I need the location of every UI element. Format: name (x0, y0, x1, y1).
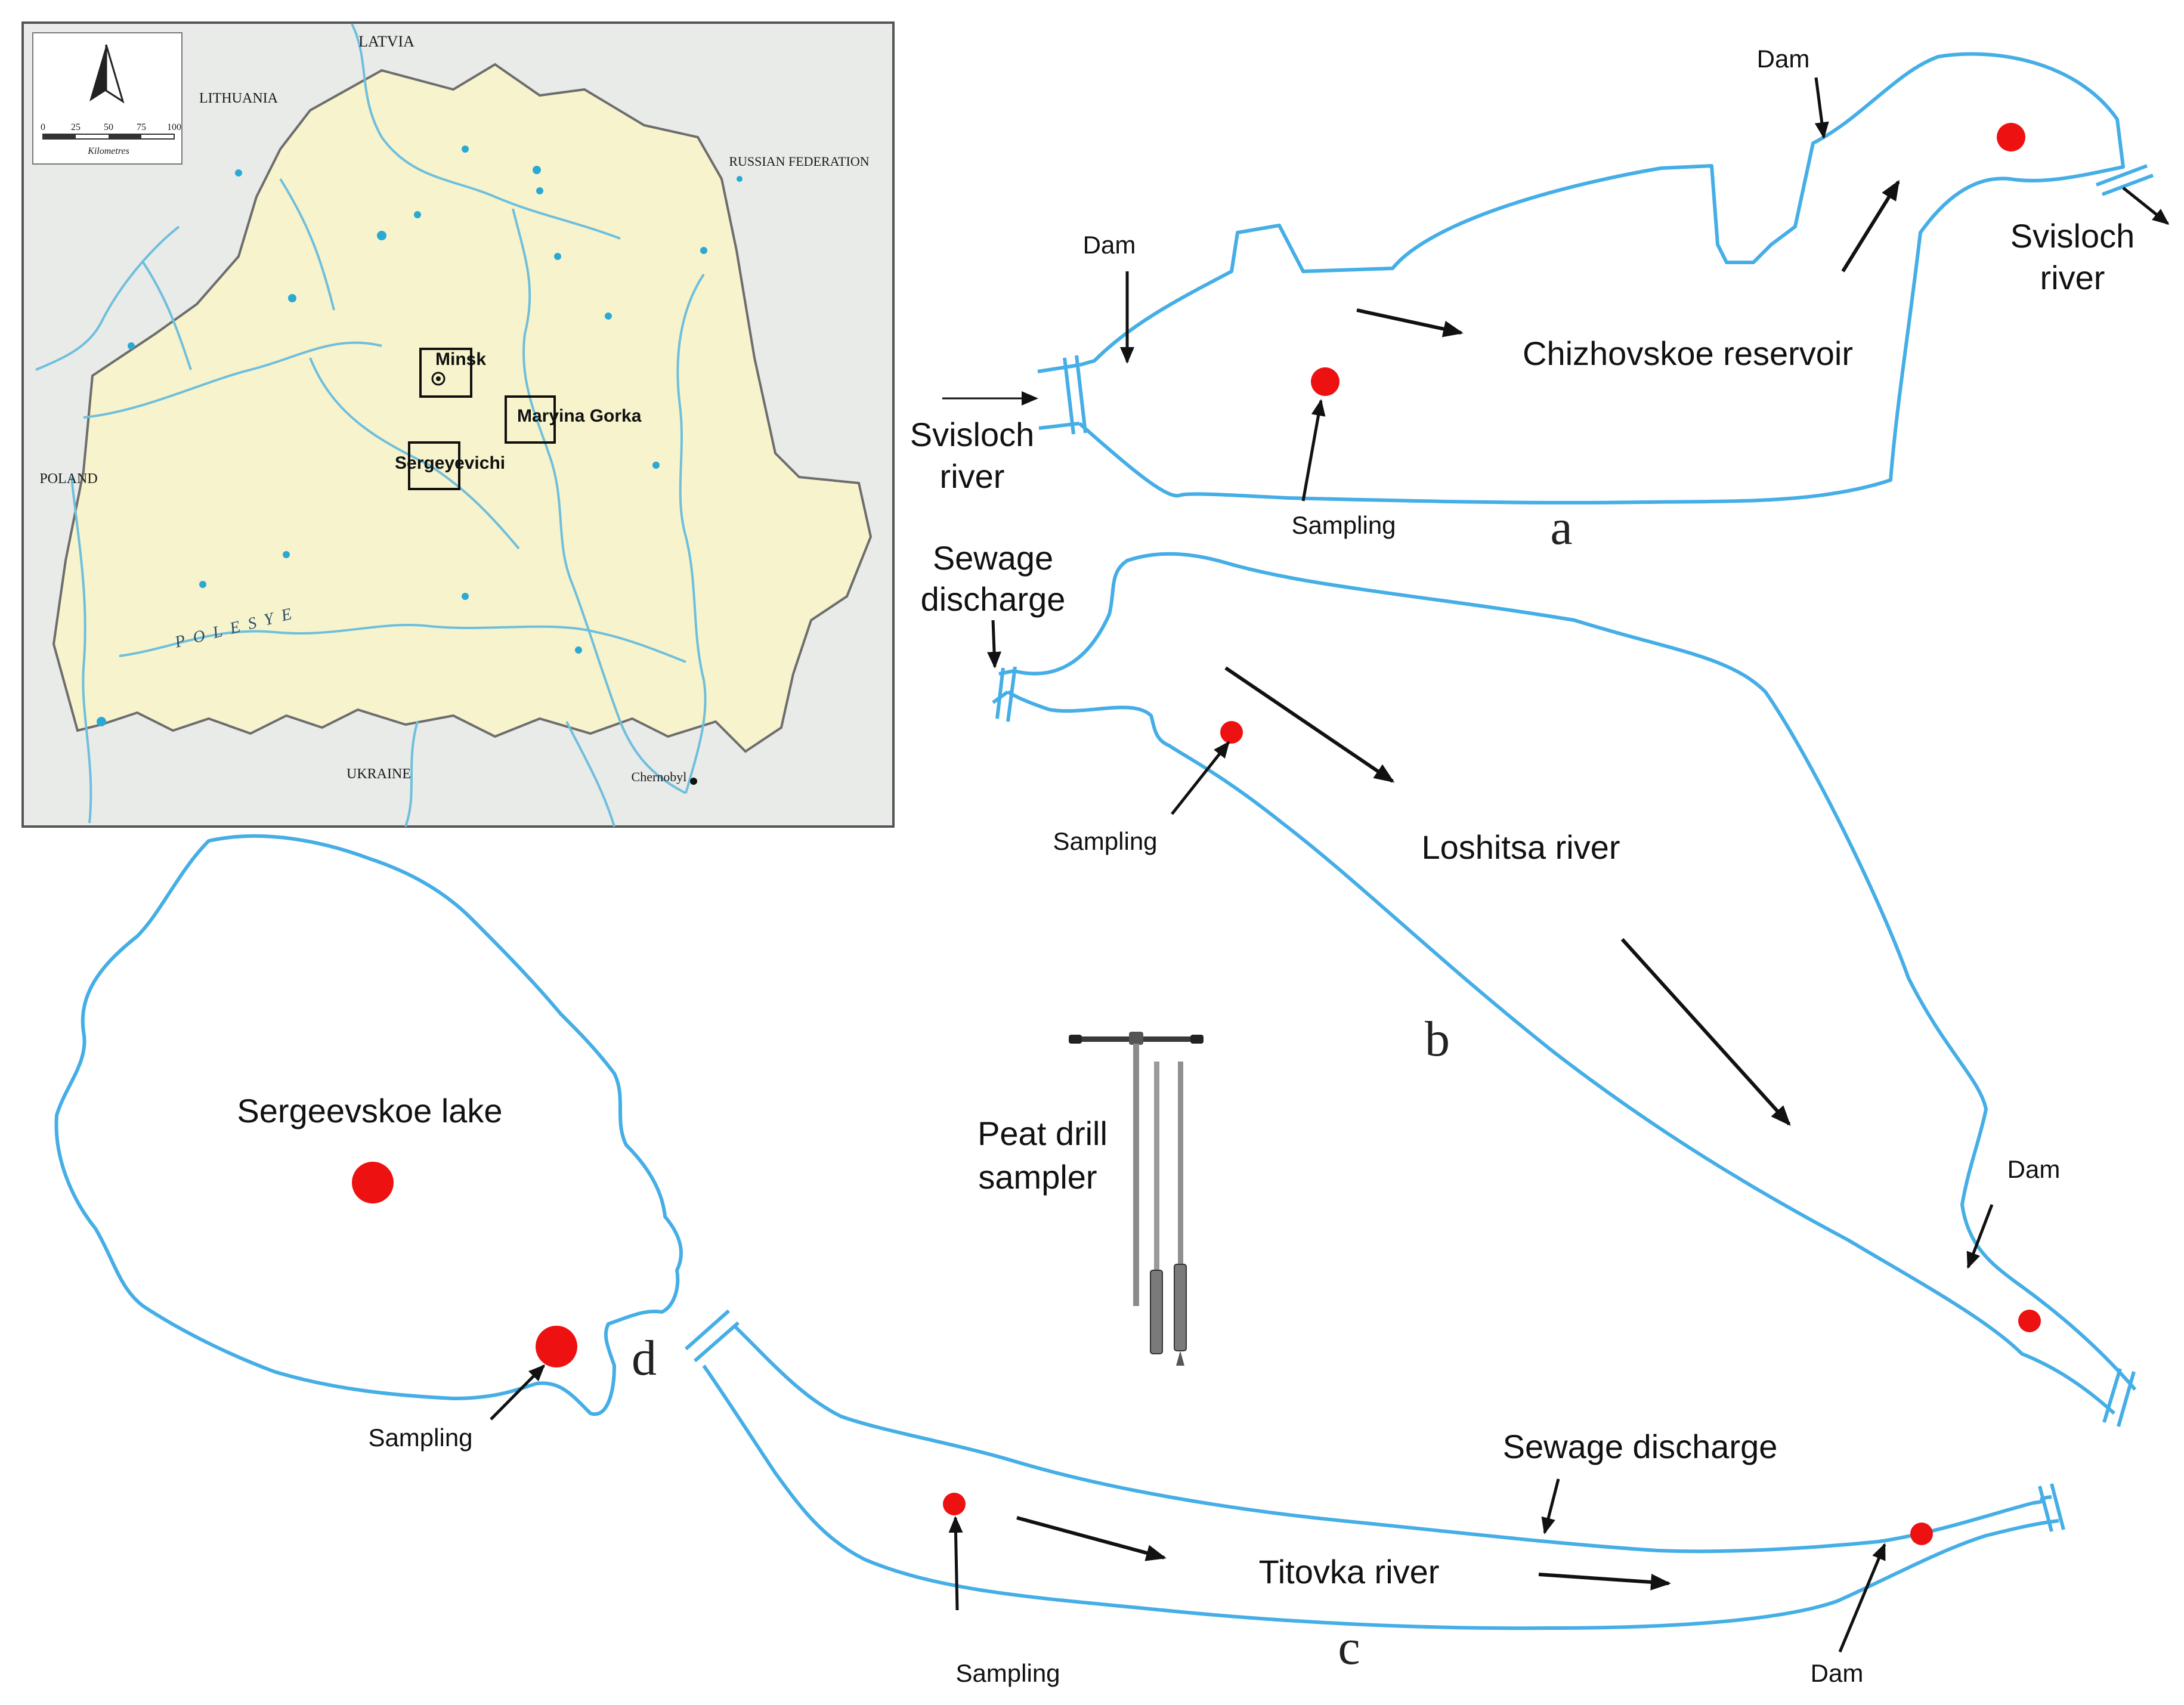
outflow-arrow (2122, 187, 2170, 225)
flow-arrow-b1 (1224, 666, 1395, 783)
flow-arrow-a2 (1841, 180, 1900, 273)
panel-a-outflow-line1: Svisloch (2010, 217, 2135, 255)
map-country-poland: POLAND (39, 471, 97, 487)
inflow-gate (1037, 355, 1087, 435)
map-country-latvia: LATVIA (358, 33, 414, 50)
peat-drill-sampler-icon (1069, 1032, 1204, 1366)
sampling-arrow-b (1171, 741, 1230, 815)
scale-tick-0: 0 (41, 122, 45, 132)
dam-gate-b (2102, 1368, 2136, 1427)
loshitsa-river-outline (1007, 552, 2137, 1415)
map-rivers (35, 23, 707, 827)
scale-tick-100: 100 (167, 122, 181, 132)
panel-b-sewage-line2: discharge (921, 580, 1066, 618)
map-site-box-minsk (419, 348, 472, 398)
flow-arrow-b2 (1620, 937, 1791, 1126)
panel-d-sampling: Sampling (368, 1424, 472, 1452)
sampling-arrow-c (948, 1516, 963, 1611)
scale-unit: Kilometres (87, 146, 129, 156)
panel-b: Loshitsa river Sewage discharge Sampling… (921, 539, 2137, 1427)
sampling-dot-b-dam (2018, 1310, 2041, 1332)
dam-arrow-c (1838, 1543, 1886, 1653)
panel-d-title: Sergeevskoe lake (237, 1092, 502, 1130)
map-country-lithuania: LITHUANIA (199, 91, 279, 106)
sewage-arrow-c (1541, 1478, 1560, 1534)
panel-a-letter: a (1550, 500, 1572, 555)
panel-d: Sergeevskoe lake Sampling d (54, 834, 683, 1452)
sampling-dot-c (943, 1493, 966, 1515)
sampling-dot-c-dam (1910, 1523, 1933, 1545)
panel-b-sewage-line1: Sewage (933, 539, 1053, 577)
panel-a-sampling: Sampling (1291, 511, 1396, 539)
panel-a-inflow-line2: river (940, 457, 1005, 495)
panel-c-title: Titovka river (1259, 1553, 1440, 1590)
map-belarus-territory (52, 63, 873, 753)
sampling-dot-d-center (352, 1162, 394, 1203)
sewage-gate-b (992, 666, 1017, 722)
panel-c: Titovka river Sewage discharge Sampling … (685, 1309, 2065, 1687)
panel-c-sampling: Sampling (955, 1659, 1060, 1687)
north-arrow-icon (89, 44, 125, 104)
flow-arrow-c1 (1016, 1516, 1167, 1561)
panel-a-dam-right: Dam (1757, 45, 1810, 73)
sampling-dot-b (1220, 721, 1243, 744)
dam-right-arrow (1814, 77, 1829, 139)
map-site-box-sergeyevichi (408, 441, 460, 490)
sergeevskoe-lake-outline (54, 834, 683, 1416)
map-chernobyl-dot (690, 778, 697, 785)
sampling-dot-a-outlet (1997, 123, 2025, 151)
panel-b-title: Loshitsa river (1421, 828, 1620, 866)
sampler-label-line1: Peat drill (977, 1115, 1108, 1152)
sampling-arrow-d (490, 1364, 546, 1421)
map-country-russia: RUSSIAN FEDERATION (729, 154, 869, 169)
panel-c-letter: c (1338, 1620, 1360, 1675)
panel-a: Chizhovskoe reservoir Dam Dam Svisloch r… (910, 45, 2170, 555)
map-country-ukraine: UKRAINE (347, 766, 411, 782)
panel-b-sampling: Sampling (1053, 827, 1157, 855)
scale-tick-50: 50 (104, 122, 113, 132)
map-site-sergeyevichi: Sergeyevichi (395, 453, 505, 473)
dam-arrow-b (1966, 1204, 1994, 1269)
panel-b-dam: Dam (2007, 1155, 2061, 1183)
sampling-dot-a (1311, 367, 1340, 396)
flow-arrow-a1 (1356, 308, 1464, 338)
lower-gate-c (2038, 1483, 2065, 1532)
map-site-maryina-gorka: Maryina Gorka (517, 406, 642, 426)
outflow-gate (2095, 164, 2154, 196)
titovka-river-outline (702, 1323, 2059, 1630)
map-site-box-maryina-gorka (505, 395, 556, 444)
panel-a-inflow-line1: Svisloch (910, 416, 1035, 453)
panel-d-letter: d (632, 1330, 657, 1386)
panel-c-sewage: Sewage discharge (1503, 1428, 1778, 1465)
map-town-chernobyl: Chernobyl (632, 769, 687, 784)
panel-a-outflow-line2: river (2040, 259, 2105, 296)
map-scale-bar (42, 134, 175, 140)
panel-b-letter: b (1425, 1011, 1450, 1067)
sampling-arrow-a (1301, 399, 1326, 502)
flow-arrow-c2 (1538, 1573, 1671, 1590)
panel-c-dam: Dam (1811, 1659, 1864, 1687)
sampler-label-line2: sampler (978, 1158, 1097, 1196)
scale-tick-75: 75 (137, 122, 146, 132)
upper-gate-c (685, 1309, 740, 1363)
scale-tick-25: 25 (71, 122, 81, 132)
sampling-dot-d (536, 1326, 577, 1367)
belarus-map: 0 25 50 75 100 Kilometres (21, 21, 895, 828)
map-site-minsk: Minsk (435, 349, 486, 369)
panel-a-dam-left: Dam (1083, 231, 1136, 259)
sewage-arrow-b (987, 620, 1002, 669)
chizhovskoe-reservoir-outline (1078, 52, 2125, 505)
map-minsk-marker (431, 372, 446, 386)
map-lakes (97, 146, 743, 726)
panel-a-title: Chizhovskoe reservoir (1523, 335, 1853, 372)
